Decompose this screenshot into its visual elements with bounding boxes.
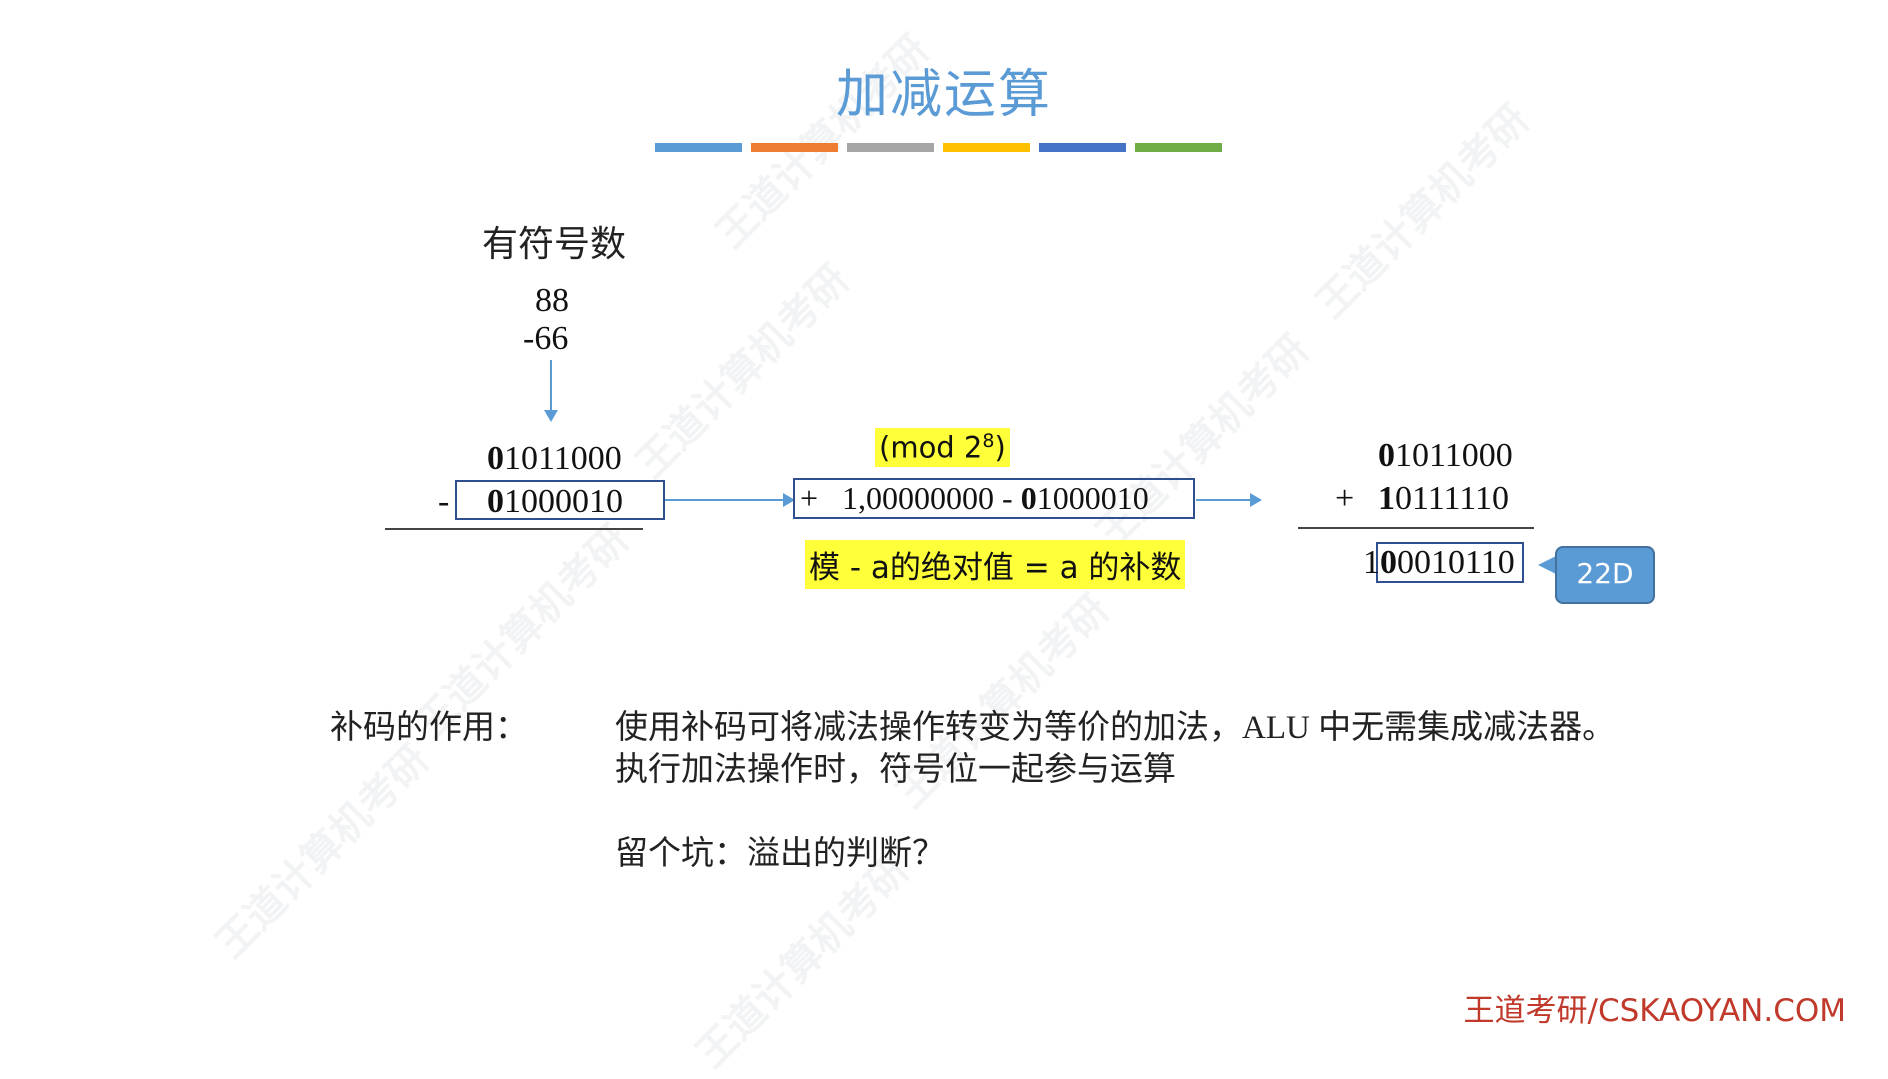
footer-brand: 王道考研/CSKAOYAN.COM xyxy=(1463,993,1847,1029)
sign-bit: 0 xyxy=(487,483,504,520)
watermark: 王道计算机考研 xyxy=(627,256,859,488)
complement-rule-label: 模 - a的绝对值 = a 的补数 xyxy=(805,540,1186,589)
sign-bit: 0 xyxy=(1378,437,1395,474)
magnitude-bits: 0111110 xyxy=(1395,480,1509,517)
title-bar-6 xyxy=(1135,143,1222,152)
down-arrow-icon xyxy=(550,360,552,412)
arrow-line-2 xyxy=(1196,499,1252,501)
callout-22d: 22D xyxy=(1555,546,1655,604)
sign-bit: 0 xyxy=(487,440,504,477)
middle-expression: + 1,00000000 - 01000010 xyxy=(800,480,1149,516)
complement-line-2: 执行加法操作时，符号位一起参与运算 xyxy=(615,752,1176,788)
magnitude-bits: 1000010 xyxy=(504,483,623,520)
signed-number-label: 有符号数 xyxy=(482,224,627,264)
arrow-right-icon xyxy=(783,493,795,507)
middle-expression-box xyxy=(793,478,1195,519)
title-bar-1 xyxy=(655,143,742,152)
right-result: 100010110 xyxy=(1363,544,1515,582)
complement-label: 补码的作用： xyxy=(330,710,528,746)
sign-bit: 0 xyxy=(1380,544,1397,581)
magnitude-bits: 1011000 xyxy=(1395,437,1513,474)
result-box xyxy=(1376,542,1524,583)
sign-bit: 1 xyxy=(1378,480,1395,517)
title-bar-3 xyxy=(847,143,934,152)
right-plus: + xyxy=(1335,480,1355,517)
watermark: 王道计算机考研 xyxy=(687,846,919,1078)
arrow-right-icon xyxy=(1250,493,1262,507)
left-subtrahend-box xyxy=(455,480,665,520)
title-bar-4 xyxy=(943,143,1030,152)
right-line-1: 01011000 xyxy=(1378,437,1513,475)
left-sum-line xyxy=(385,528,643,530)
title-bar-5 xyxy=(1039,143,1126,152)
overflow-bit: 1 xyxy=(1363,544,1380,581)
mod-label: (mod 28) xyxy=(875,428,1010,467)
complement-line-1: 使用补码可将减法操作转变为等价的加法，ALU 中无需集成减法器。 xyxy=(615,710,1616,746)
watermark: 王道计算机考研 xyxy=(207,736,439,968)
magnitude-bits: 1011000 xyxy=(504,440,622,477)
left-minus: - xyxy=(438,483,450,520)
left-line-2: 01000010 xyxy=(487,483,623,521)
right-line-2: 10111110 xyxy=(1378,480,1509,518)
page-title: 加减运算 xyxy=(835,65,1052,125)
left-line-1: 01011000 xyxy=(487,440,622,478)
operand-b: -66 xyxy=(523,320,569,357)
watermark: 王道计算机考研 xyxy=(1087,326,1319,558)
right-sum-line xyxy=(1298,527,1534,529)
operand-a: 88 xyxy=(535,282,569,319)
callout-pointer xyxy=(1538,556,1556,574)
down-arrow-head xyxy=(544,410,558,422)
arrow-line-1 xyxy=(665,499,785,501)
overflow-question: 留个坑：溢出的判断？ xyxy=(615,836,945,872)
title-bar-2 xyxy=(751,143,838,152)
sign-bit: 0 xyxy=(1020,480,1037,516)
magnitude-bits: 0010110 xyxy=(1397,544,1515,581)
